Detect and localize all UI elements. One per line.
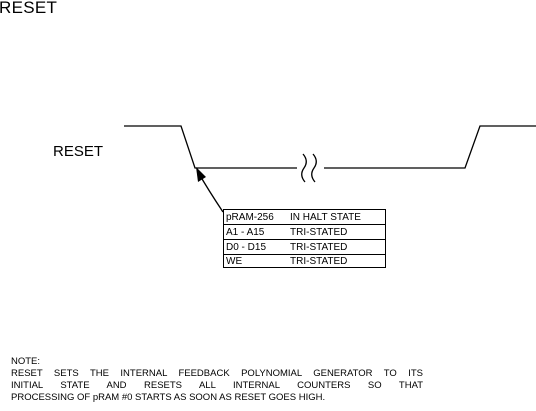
state-signal: A1 - A15: [226, 227, 265, 238]
note-line: INITIAL STATE AND RESETS ALL INTERNAL CO…: [11, 380, 423, 391]
reset-waveform-falling-segment: [124, 125, 297, 169]
state-signal: D0 - D15: [226, 242, 267, 253]
state-row-divider: [224, 239, 385, 240]
state-pointer-arrowhead: [196, 167, 206, 182]
state-value: TRI-STATED: [290, 227, 348, 238]
reset-signal-label: RESET: [53, 143, 104, 160]
state-row: A1 - A15 TRI-STATED: [226, 225, 384, 240]
state-row: pRAM-256 IN HALT STATE: [226, 210, 384, 225]
reset-waveform-rising-segment: [324, 125, 536, 169]
state-row-divider: [224, 224, 385, 225]
note-line: PROCESSING OF pRAM #0 STARTS AS SOON AS …: [11, 392, 326, 403]
reset-note: NOTE: RESET SETS THE INTERNAL FEEDBACK P…: [11, 356, 423, 404]
state-row: D0 - D15 TRI-STATED: [226, 240, 384, 255]
state-value: TRI-STATED: [290, 242, 348, 253]
note-line: RESET SETS THE INTERNAL FEEDBACK POLYNOM…: [11, 368, 423, 379]
state-signal: pRAM-256: [226, 212, 274, 223]
state-row: WE TRI-STATED: [226, 254, 384, 269]
waveform-break-symbol: [301, 153, 317, 183]
note-heading: NOTE:: [11, 356, 41, 367]
page-title: RESET: [0, 0, 58, 17]
state-signal: WE: [226, 256, 243, 267]
state-value: IN HALT STATE: [290, 212, 361, 223]
state-value: TRI-STATED: [290, 256, 348, 267]
state-row-divider: [224, 254, 385, 255]
halt-state-table: pRAM-256 IN HALT STATE A1 - A15 TRI-STAT…: [223, 209, 386, 268]
